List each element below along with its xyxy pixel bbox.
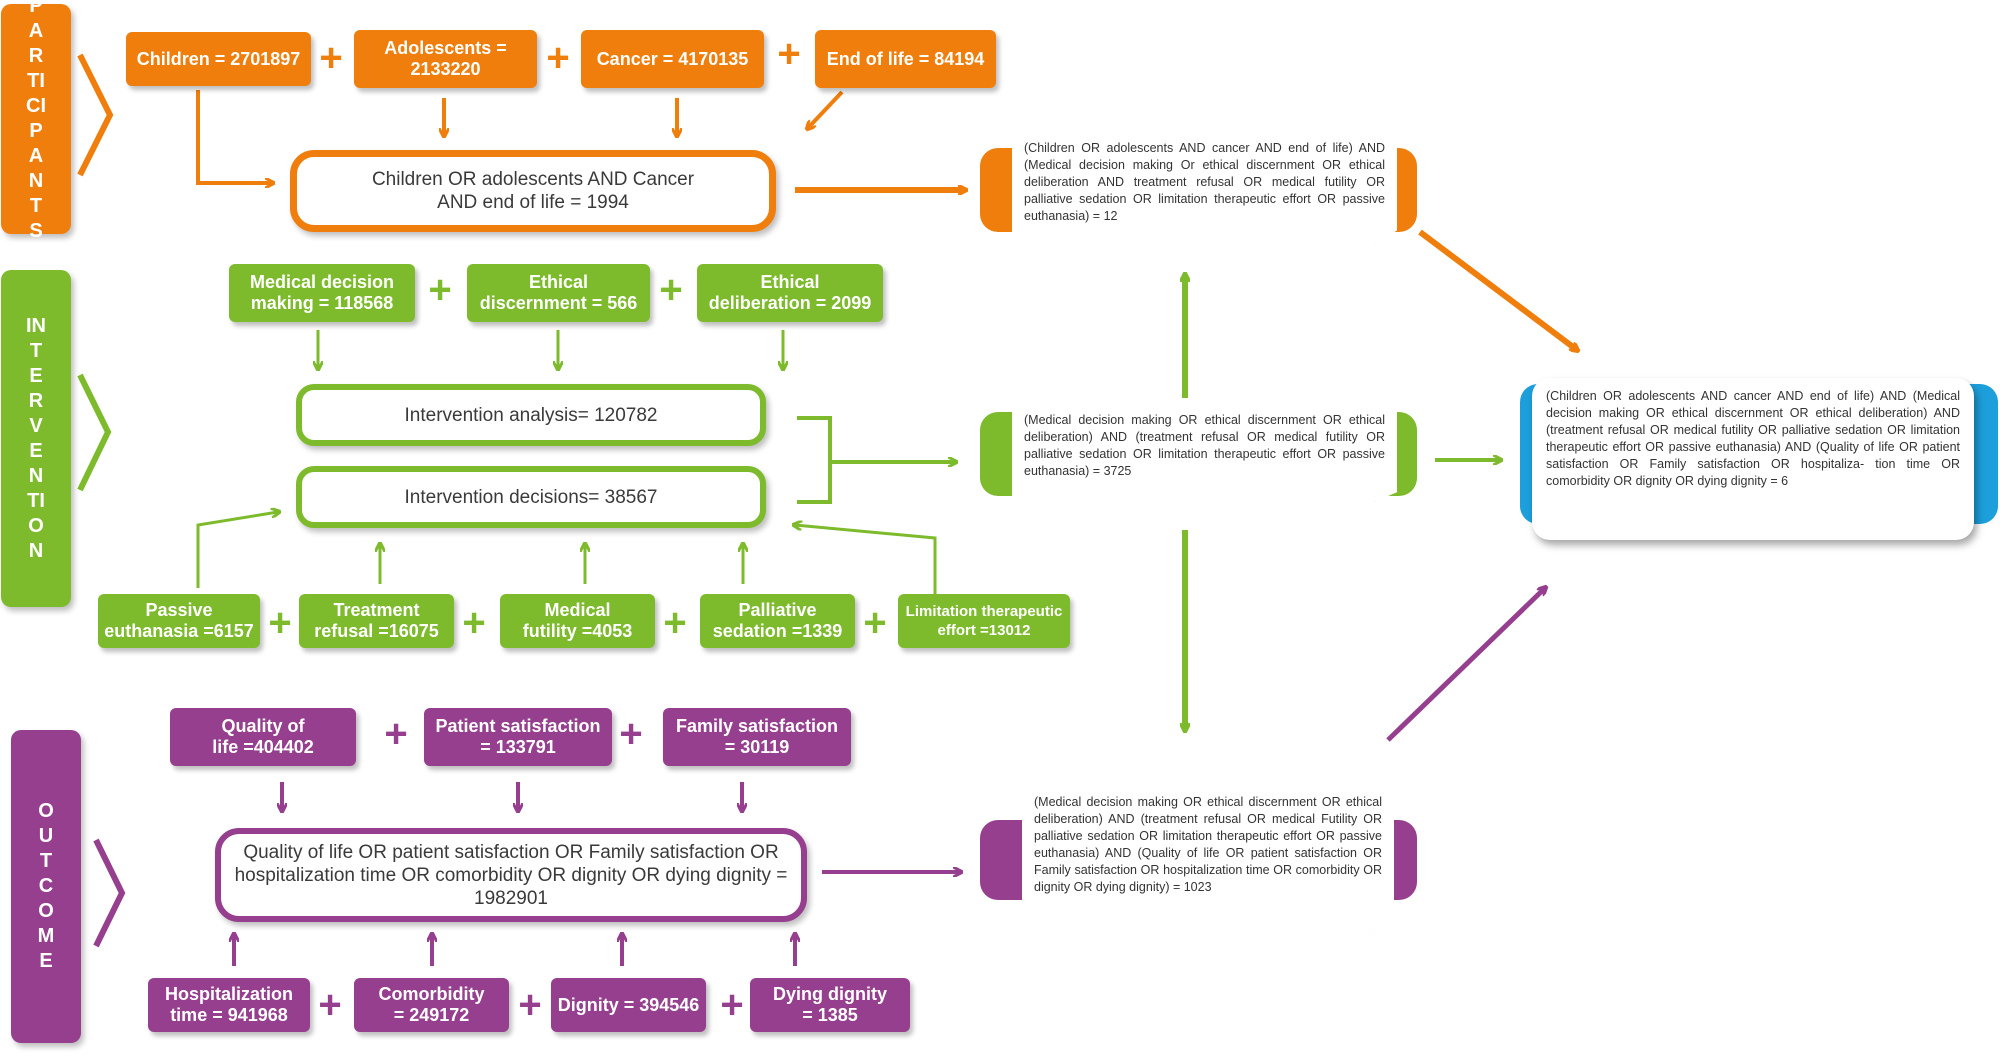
plus-operator: + <box>518 983 542 1027</box>
participants-chevron <box>77 53 114 177</box>
term-passive-euthanasia: Passive euthanasia =6157 <box>98 594 260 648</box>
plus-operator: + <box>318 983 342 1027</box>
term-cancer: Cancer = 4170135 <box>581 30 764 88</box>
term-quality-of-life: Quality of life =404402 <box>170 708 356 766</box>
plus-operator: + <box>319 36 343 80</box>
plus-operator: + <box>268 601 292 645</box>
participants-combined: Children OR adolescents AND Cancer AND e… <box>290 150 776 232</box>
plus-operator: + <box>428 268 452 312</box>
term-palliative-sedation: Palliative sedation =1339 <box>700 594 855 648</box>
term-medical-futility: Medical futility =4053 <box>500 594 655 648</box>
plus-operator: + <box>546 36 570 80</box>
participants-side-label: PARTICIPANTS <box>1 0 71 242</box>
final-result-text: (Children OR adolescents AND cancer AND … <box>1532 378 1974 540</box>
plus-operator: + <box>663 601 687 645</box>
arrow-passive-up <box>196 512 278 588</box>
term-hospitalization-time: Hospitalization time = 941968 <box>148 978 310 1032</box>
plus-operator: + <box>619 712 643 756</box>
outcome-chevron <box>93 838 126 948</box>
plus-operator: + <box>863 601 887 645</box>
term-children: Children = 2701897 <box>126 32 311 86</box>
intervention-analysis: Intervention analysis= 120782 <box>296 384 766 446</box>
intervention-chevron <box>77 373 112 492</box>
arrow-participants-result-to-final <box>1418 229 1577 350</box>
outcome-combined: Quality of life OR patient satisfaction … <box>215 828 807 922</box>
arrow-outcome-result-to-final <box>1386 588 1545 742</box>
plus-operator: + <box>777 32 801 76</box>
term-limitation-therapeutic-effort: Limitation therapeutic effort =13012 <box>898 594 1070 648</box>
arrow-limitation-up <box>795 525 937 594</box>
term-ethical-deliberation: Ethical deliberation = 2099 <box>697 264 883 322</box>
intervention-side-text: INTERVENTION <box>26 314 46 562</box>
outcome-result-text: (Medical decision making OR ethical disc… <box>1022 786 1394 934</box>
participants-result-text: (Children OR adolescents AND cancer AND … <box>1012 132 1397 244</box>
term-dignity: Dignity = 394546 <box>551 978 706 1032</box>
term-ethical-discernment: Ethical discernment = 566 <box>467 264 650 322</box>
intervention-decisions: Intervention decisions= 38567 <box>296 466 766 528</box>
intervention-result-text: (Medical decision making OR ethical disc… <box>1012 404 1397 502</box>
term-patient-satisfaction: Patient satisfaction = 133791 <box>424 708 612 766</box>
plus-operator: + <box>384 712 408 756</box>
term-medical-decision-making: Medical decision making = 118568 <box>229 264 415 322</box>
plus-operator: + <box>659 268 683 312</box>
term-family-satisfaction: Family satisfaction = 30119 <box>663 708 851 766</box>
term-adolescents: Adolescents = 2133220 <box>354 30 537 88</box>
intervention-merge-bracket <box>797 416 955 504</box>
term-treatment-refusal: Treatment refusal =16075 <box>299 594 454 648</box>
term-end-of-life: End of life = 84194 <box>815 30 996 88</box>
plus-operator: + <box>462 601 486 645</box>
participants-side-text: PARTICIPANTS <box>26 0 46 242</box>
arrow-children-to-combined <box>196 90 272 183</box>
intervention-side-label: INTERVENTION <box>1 270 71 607</box>
arrow-endoflife-down <box>808 90 844 128</box>
plus-operator: + <box>720 983 744 1027</box>
term-dying-dignity: Dying dignity = 1385 <box>750 978 910 1032</box>
outcome-side-label: OUTCOME <box>11 730 81 1043</box>
term-comorbidity: Comorbidity = 249172 <box>354 978 509 1032</box>
outcome-side-text: OUTCOME <box>37 800 55 972</box>
